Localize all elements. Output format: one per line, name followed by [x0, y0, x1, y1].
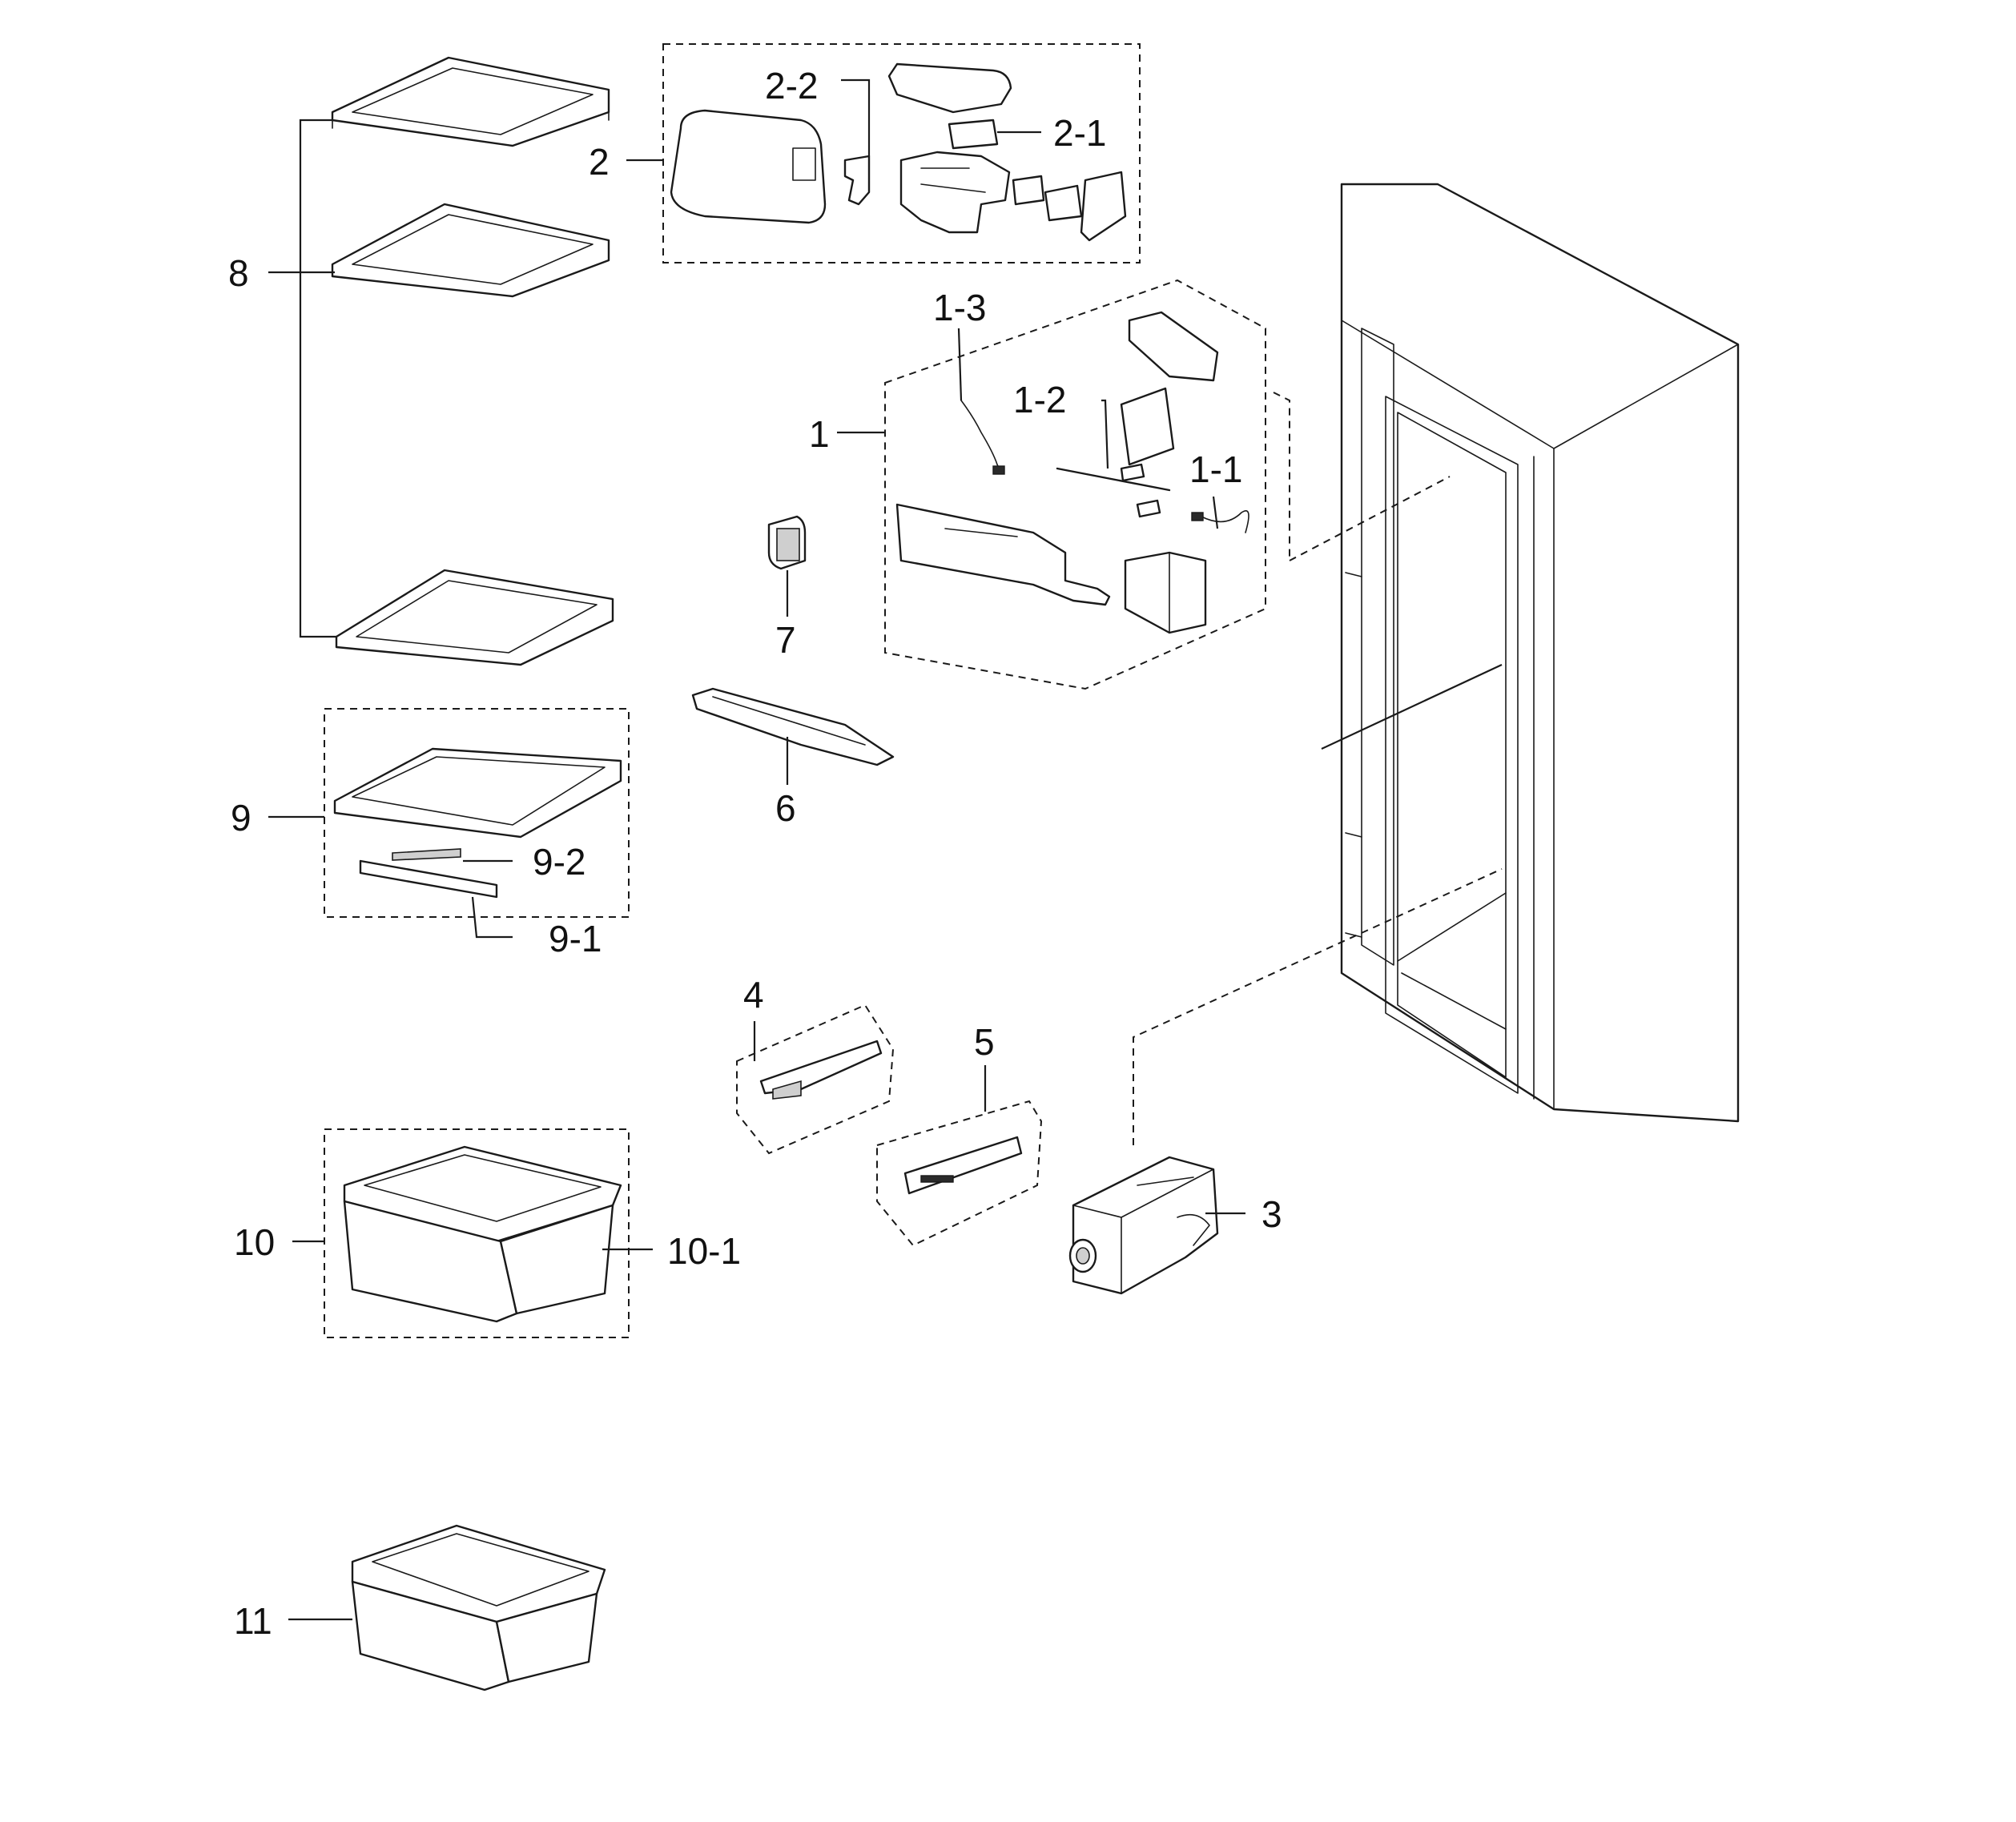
assembly-2-group [662, 43, 1141, 263]
callout-9: 9 [231, 797, 251, 839]
leader-1-2 [1101, 399, 1109, 469]
callout-4: 4 [743, 974, 764, 1016]
ice-maker-3 [1068, 1156, 1219, 1295]
callout-5: 5 [974, 1021, 995, 1063]
callout-1-1: 1-1 [1189, 448, 1242, 490]
leader-8 [299, 119, 336, 638]
shelf-8-bottom [335, 569, 614, 666]
leader-9-1 [471, 896, 513, 939]
callout-1-3: 1-3 [933, 287, 986, 328]
part-4-group [736, 1004, 895, 1155]
assembly-pointer-lines [1133, 392, 1503, 1145]
leader-1-3 [957, 328, 963, 401]
refrigerator-cabinet [1340, 183, 1740, 1123]
leader-2-2 [841, 78, 871, 156]
part-5-group [876, 1100, 1043, 1247]
callout-7: 7 [775, 619, 796, 661]
callout-10: 10 [234, 1221, 275, 1263]
callout-9-1: 9-1 [549, 918, 602, 959]
callout-3: 3 [1262, 1193, 1282, 1235]
shelf-8-middle [331, 203, 610, 298]
callout-1-2: 1-2 [1013, 379, 1066, 420]
filter-7 [767, 515, 807, 570]
callout-1: 1 [809, 413, 830, 455]
callout-2: 2 [589, 141, 610, 183]
shelf-8-top [331, 56, 610, 147]
callout-10-1: 10-1 [667, 1230, 741, 1272]
crisper-10-group [324, 1128, 630, 1338]
callout-labels: 1 1-1 1-2 1-3 2 2-1 2-2 3 4 5 6 7 8 9 9-… [228, 65, 1282, 1642]
callout-8: 8 [228, 252, 249, 294]
leader-1-1 [1212, 496, 1219, 529]
callout-9-2: 9-2 [533, 841, 585, 883]
cover-6 [691, 687, 895, 766]
assembly-1-group [884, 279, 1266, 690]
shelf-9-group [324, 708, 630, 918]
callout-2-2: 2-2 [765, 65, 818, 107]
callout-2-1: 2-1 [1053, 112, 1106, 154]
callout-6: 6 [775, 787, 796, 829]
drawer-11 [351, 1524, 606, 1691]
callout-11: 11 [234, 1600, 272, 1642]
